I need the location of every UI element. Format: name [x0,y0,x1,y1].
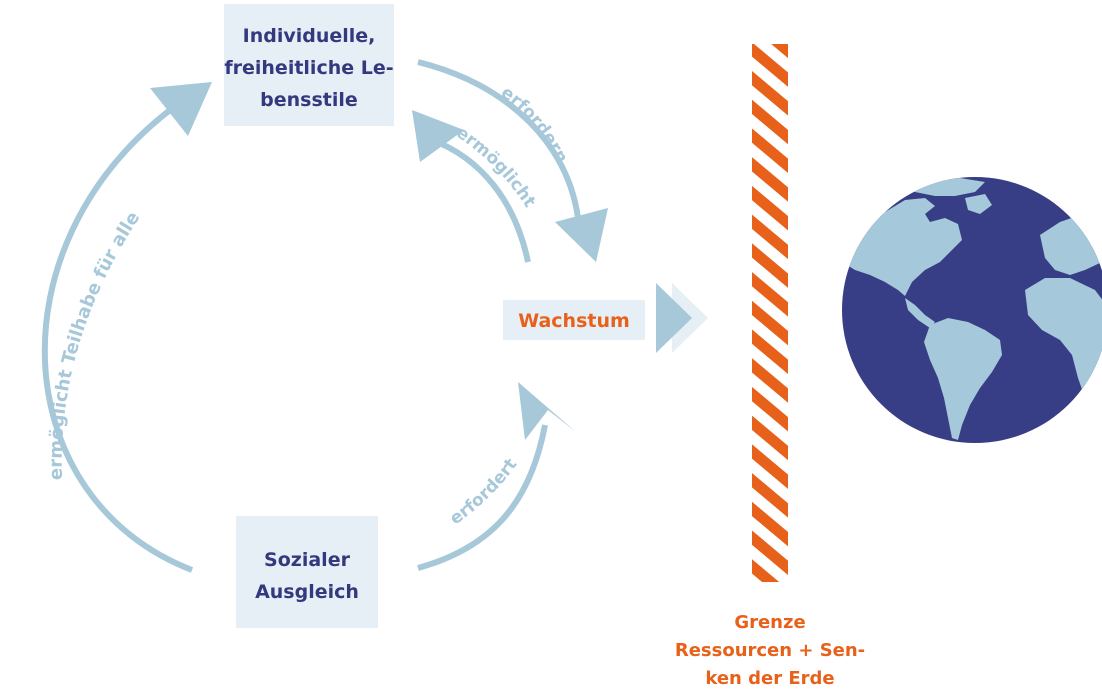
arc-ermoeglicht [430,137,531,263]
globe-land [842,178,1102,440]
arrow-label-left: ermöglicht Teilhabe für alle [46,208,145,480]
box-growth-bg [503,300,645,340]
land-island [965,194,992,214]
arrow-label-ermoeglicht: ermöglicht [452,123,539,211]
arrow-label-erfordern: erfordern [497,83,571,167]
box-growth-label: Wachstum [518,310,630,332]
boundary-hatch [752,44,788,582]
arrow-enables-participation: ermöglicht Teilhabe für alle [41,82,212,573]
arrowhead-erfordert [518,382,576,440]
box-lifestyles-line3: bensstile [260,89,358,111]
box-lifestyles-bg [224,4,394,126]
arrowhead-erfordern [555,208,608,262]
arrowhead-ermoeglicht [412,110,464,162]
arc-erfordert [417,424,548,571]
land-central-america [905,298,935,328]
arc-left [41,107,194,573]
land-south-america [924,318,1002,440]
box-lifestyles-line1: Individuelle, [243,25,376,47]
growth-chevron [656,283,708,353]
arc-erfordern [417,59,581,219]
earth-globe-icon [842,177,1102,443]
boundary-line1: Grenze [734,612,805,633]
boundary-bar [752,44,788,582]
box-growth: Wachstum [503,300,645,340]
arrow-label-erfordert: erfordert [446,455,521,529]
boundary-label: Grenze Ressourcen + Sen- ken der Erde [675,612,865,689]
box-social-line1: Sozialer [264,549,351,571]
boundary-line2: Ressourcen + Sen- [675,640,865,661]
box-social-line2: Ausgleich [255,581,359,603]
land-africa [1025,278,1102,398]
box-lifestyles: Individuelle, freiheitliche Le- bensstil… [224,4,394,126]
box-social: Sozialer Ausgleich [236,516,378,628]
arrowhead-left [150,82,212,136]
arrow-enables-top: ermöglicht [412,110,539,263]
box-lifestyles-line2: freiheitliche Le- [224,57,393,79]
boundary-line3: ken der Erde [705,668,834,689]
arrow-requires-bottom: erfordert [417,382,576,571]
arrow-requires-top: erfordern [417,59,608,262]
box-social-bg [236,516,378,628]
chevron-front [656,283,692,353]
